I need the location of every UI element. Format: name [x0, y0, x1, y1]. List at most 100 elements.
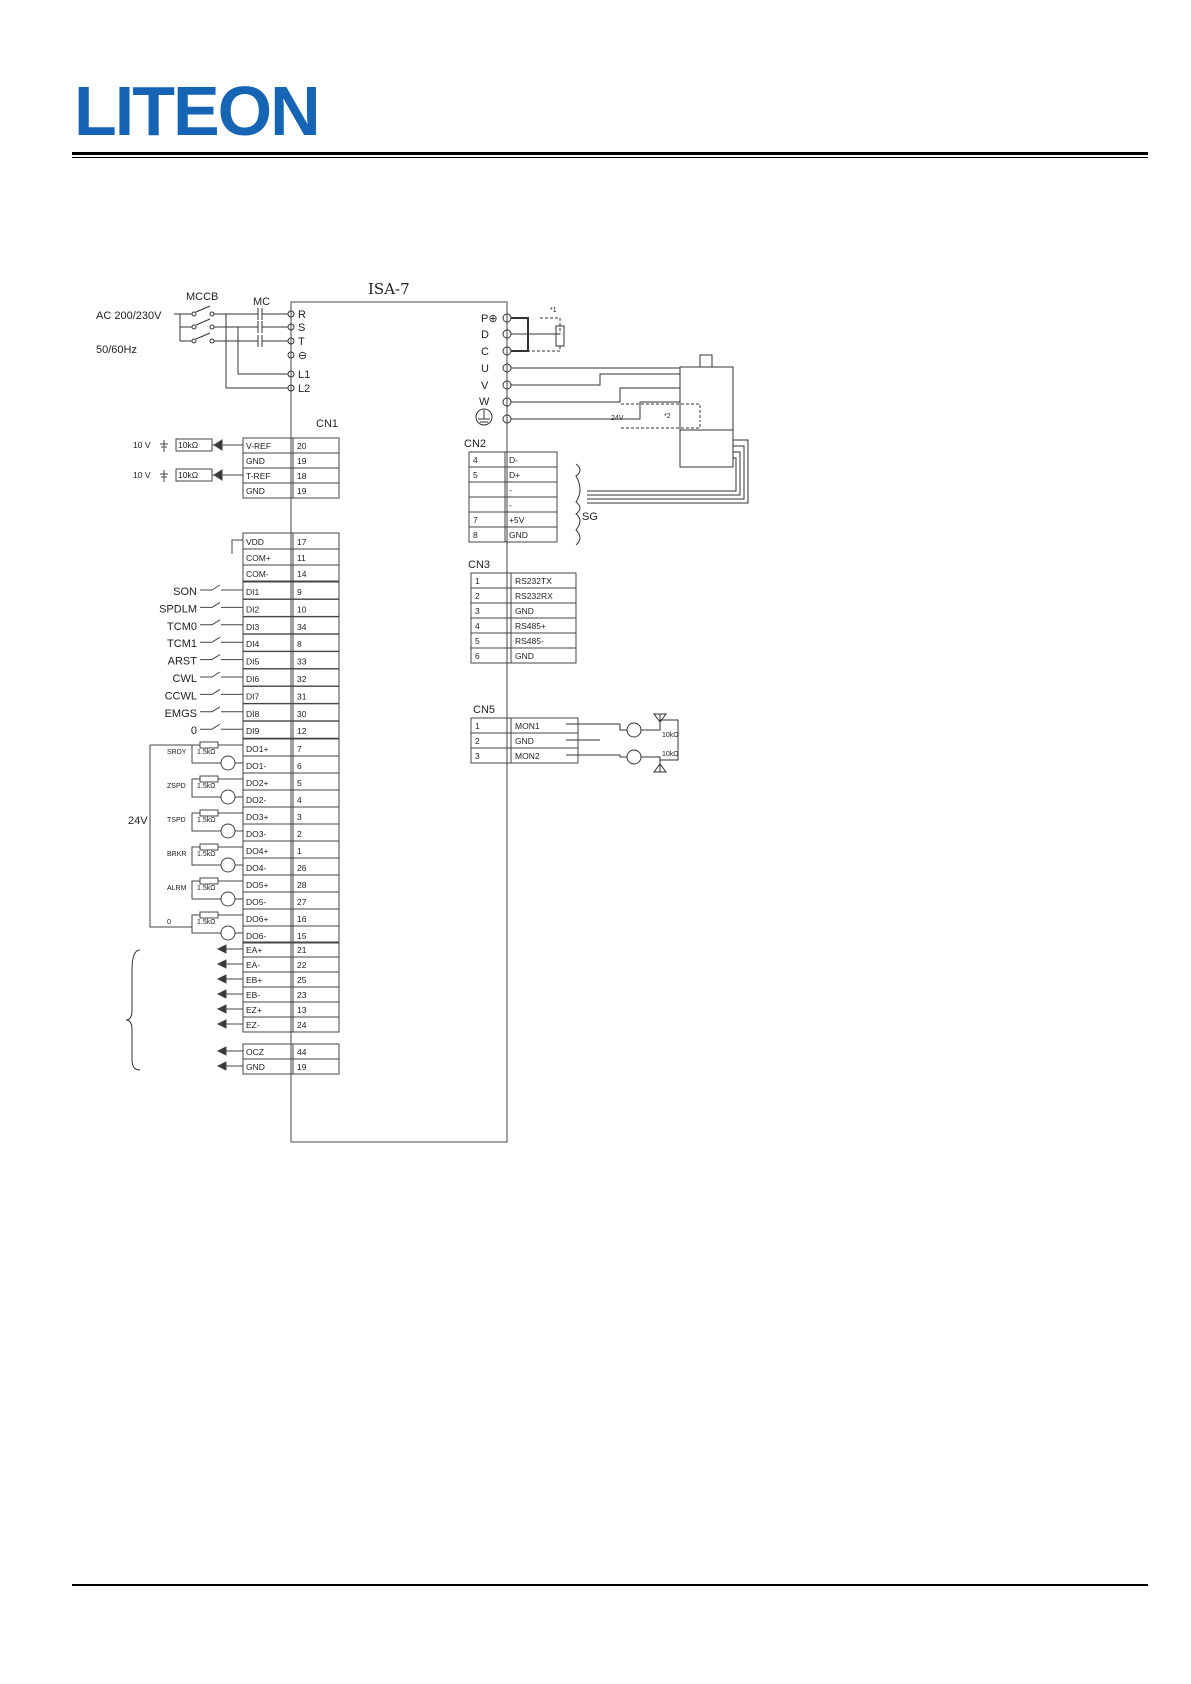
cn1-enc-3-pin: 23 — [297, 990, 307, 1000]
cn1-analog-3-pin-cell — [292, 482, 340, 499]
note-1: *1 — [550, 307, 557, 314]
device-box — [290, 301, 508, 1143]
cn1-power-2-name: COM- — [246, 569, 269, 579]
cn5-pin-2: 3 — [475, 751, 480, 761]
cn1-di-2-pin: 34 — [297, 622, 307, 632]
di-label-7: EMGS — [165, 708, 197, 720]
cn1-do-plus-3-pin: 1 — [297, 846, 302, 856]
cn1-di-3-pin: 8 — [297, 639, 302, 649]
di-label-3: TCM1 — [167, 638, 197, 650]
cn1-do-minus-4-name: DO5- — [246, 897, 266, 907]
cn1-power-1-name: COM+ — [246, 553, 271, 563]
do-wire-3 — [191, 846, 243, 866]
cn3-pin-4: 5 — [475, 636, 480, 646]
cn2-pin-cell-3 — [468, 496, 506, 513]
do-label-4: ALRM — [167, 885, 187, 892]
mc-label: MC — [253, 296, 270, 308]
vdd-link — [231, 539, 243, 554]
cn1-do-plus-1-pin: 5 — [297, 778, 302, 788]
term-c: C — [481, 346, 489, 358]
cn5-name-1: GND — [515, 736, 534, 746]
cn1-power-1-pin: 11 — [297, 553, 306, 563]
cn1-do-plus-2-pin: 3 — [297, 812, 302, 822]
cn1-enc-1-pin: 22 — [297, 960, 307, 970]
cn1-enc-1-name: EA- — [246, 960, 260, 970]
supply-24v-label: 24V — [128, 815, 148, 827]
cn1-do-minus-0-pin: 6 — [297, 761, 302, 771]
enc-arrow-icon-4 — [216, 1004, 243, 1014]
term-s: S — [298, 322, 305, 334]
cn1-di-8-pin-cell — [292, 720, 340, 739]
cn1-power-2-pin: 14 — [297, 569, 307, 579]
di-label-4: ARST — [168, 656, 198, 668]
cn1-do-plus-4-name: DO5+ — [246, 880, 268, 890]
analog-arrow-icon-2 — [212, 469, 243, 481]
di-switch-icon-8 — [200, 723, 243, 730]
do-wire-0 — [191, 744, 243, 764]
cn1-di-2-name: DI3 — [246, 622, 260, 632]
cn1-do-minus-4-pin: 27 — [297, 897, 307, 907]
do-led-icon-2 — [220, 823, 236, 839]
di-switch-icon-7 — [200, 706, 243, 713]
enc-arrow-icon-5 — [216, 1019, 243, 1029]
cn1-do-minus-1-name: DO2- — [246, 795, 266, 805]
cn1-enc-0-pin: 21 — [297, 945, 307, 955]
term-v: V — [481, 380, 489, 392]
cn2-pin-0: 4 — [473, 455, 478, 465]
cn5-name-0: MON1 — [515, 721, 540, 731]
do-wire-5 — [191, 914, 243, 934]
cn1-analog-2-pin: 18 — [297, 471, 307, 481]
cn3-pin-1: 2 — [475, 591, 480, 601]
do-label-5: 0 — [167, 919, 171, 926]
cn1-analog-0-name: V-REF — [246, 441, 271, 451]
cn1-enc-4-pin: 13 — [297, 1005, 307, 1015]
analog-arrow-icon-0 — [212, 439, 243, 451]
cn5-res-2: 10kΩ — [662, 751, 679, 758]
header-rule-thin — [72, 157, 1148, 158]
cn1-di-4-name: DI5 — [246, 657, 260, 667]
do-res-box-4 — [199, 877, 219, 885]
note-2: *2 — [664, 413, 671, 420]
cn1-do-minus-1-pin: 4 — [297, 795, 302, 805]
cn1-ocz-0-name: OCZ — [246, 1047, 264, 1057]
cn1-power-0-name: VDD — [246, 537, 264, 547]
cn3-name-4: RS485- — [515, 636, 544, 646]
cn1-di-6-pin: 31 — [297, 691, 307, 701]
do-led-icon-0 — [220, 755, 236, 771]
cn3-pin-2: 3 — [475, 606, 480, 616]
cn1-do-plus-5-name: DO6+ — [246, 914, 268, 924]
cn5-name-2: MON2 — [515, 751, 540, 761]
cn1-power-2-pin-cell — [292, 564, 340, 582]
cn1-di-5-name: DI6 — [246, 674, 260, 684]
cn1-di-3-name: DI4 — [246, 639, 260, 649]
di-switch-icon-1 — [200, 601, 243, 608]
supply-label: AC 200/230V — [96, 310, 162, 322]
enc-arrow-icon-1 — [216, 959, 243, 969]
cn1-do-plus-3-name: DO4+ — [246, 846, 268, 856]
cn1-do-minus-5-pin-cell — [292, 925, 340, 944]
term-l2: L2 — [298, 383, 310, 395]
ocz-arrow-icon-0 — [216, 1046, 243, 1056]
cn1-ocz-1-pin-cell — [292, 1058, 340, 1075]
cn1-do-plus-4-pin: 28 — [297, 880, 307, 890]
term-w: W — [479, 396, 490, 408]
term-u: U — [481, 363, 489, 375]
header-rule — [72, 152, 1148, 155]
cn2-title: CN2 — [464, 438, 486, 450]
cn1-analog-1-name: GND — [246, 456, 265, 466]
do-res-box-1 — [199, 775, 219, 783]
di-label-8: 0 — [191, 725, 197, 737]
cn1-di-1-pin: 10 — [297, 604, 307, 614]
cn2-name-2: - — [509, 485, 512, 495]
do-led-icon-5 — [220, 925, 236, 941]
cn1-enc-5-name: EZ- — [246, 1020, 260, 1030]
cn1-di-7-name: DI8 — [246, 709, 260, 719]
cn2-pin-cell-2 — [468, 481, 506, 498]
cn2-name-cell-3 — [504, 496, 558, 513]
